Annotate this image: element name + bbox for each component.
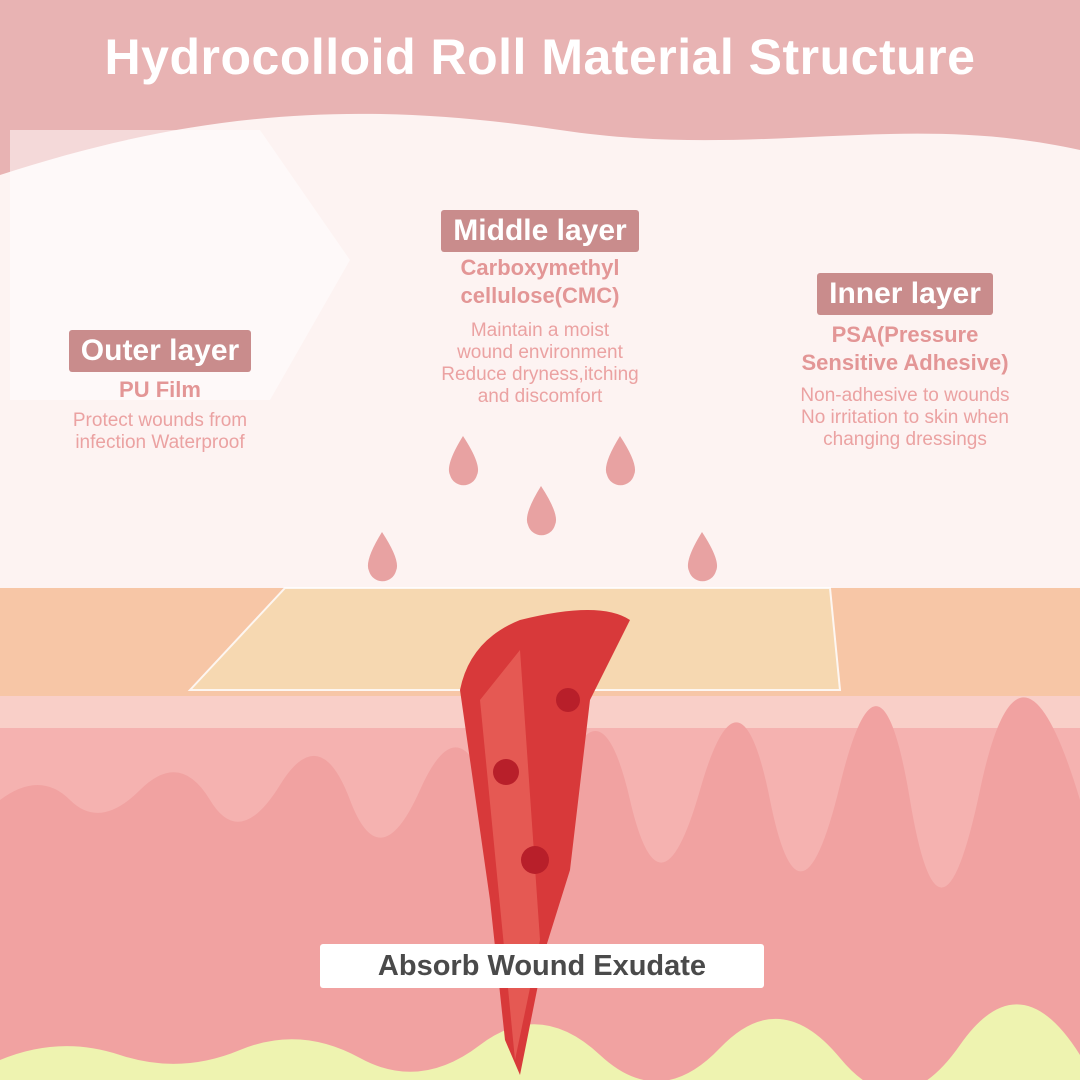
drop-icon <box>526 486 557 536</box>
inner-layer-desc: Non-adhesive to wounds <box>800 385 1010 406</box>
inner-layer-section: Inner layer PSA(Pressure Sensitive Adhes… <box>750 273 1060 451</box>
drop-icon <box>448 436 479 486</box>
blood-drop-icon <box>521 846 549 874</box>
outer-layer-material: PU Film <box>119 377 201 402</box>
exudate-drops <box>367 436 718 582</box>
outer-layer-desc: Protect wounds from <box>72 410 248 431</box>
drop-icon <box>605 436 636 486</box>
middle-layer-desc: Reduce dryness,itching <box>441 364 639 385</box>
middle-layer-section: Middle layer Carboxymethyl cellulose(CMC… <box>395 210 685 408</box>
middle-layer-desc: Maintain a moist <box>470 320 610 341</box>
outer-layer-desc: infection Waterproof <box>75 432 245 453</box>
middle-layer-material: cellulose(CMC) <box>460 283 620 308</box>
fat-layer <box>0 1004 1080 1080</box>
middle-layer-desc: wound environment <box>457 342 623 363</box>
middle-layer-material: Carboxymethyl <box>460 255 620 280</box>
drop-icon <box>687 532 718 582</box>
blood-drop-icon <box>556 688 580 712</box>
absorb-caption: Absorb Wound Exudate <box>320 944 764 988</box>
header-band <box>0 0 1080 175</box>
inner-layer-desc: changing dressings <box>823 429 987 450</box>
outer-layer-tag: Outer layer <box>68 330 252 372</box>
inner-layer-material: Sensitive Adhesive) <box>801 350 1009 375</box>
drop-icon <box>367 532 398 582</box>
middle-layer-tag: Middle layer <box>441 210 639 252</box>
page-title: Hydrocolloid Roll Material Structure <box>104 29 976 85</box>
inner-layer-material: PSA(Pressure <box>831 322 979 347</box>
blood-drop-icon <box>493 759 519 785</box>
middle-layer-desc: and discomfort <box>477 386 603 407</box>
inner-layer-desc: No irritation to skin when <box>800 407 1010 428</box>
outer-layer-section: Outer layer PU Film Protect wounds from … <box>30 330 290 454</box>
inner-layer-tag: Inner layer <box>817 273 993 315</box>
